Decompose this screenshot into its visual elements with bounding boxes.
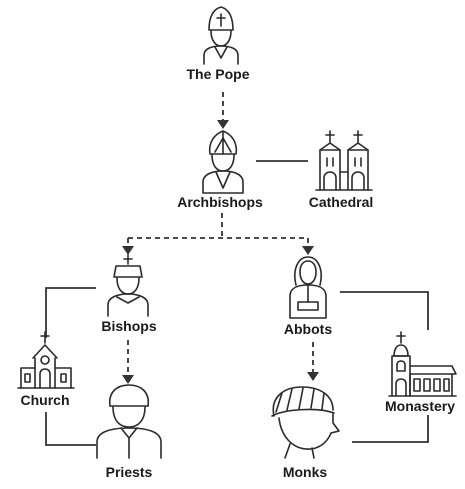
abbot-icon — [289, 256, 327, 319]
bishop-icon — [107, 254, 149, 317]
archbishops-label: Archbishops — [177, 194, 263, 210]
archbishop-icon — [202, 130, 244, 194]
abbots-to-monks-arrowhead — [307, 372, 319, 381]
cathedral-label: Cathedral — [308, 194, 374, 210]
bishops-to-priests-arrowhead — [122, 375, 134, 384]
church-priests-connector — [45, 412, 96, 446]
priest-icon — [96, 384, 162, 459]
monks-label: Monks — [282, 464, 328, 480]
monastery-icon — [388, 331, 457, 397]
abbots-label: Abbots — [283, 321, 333, 337]
pope-label: The Pope — [186, 66, 250, 82]
pope-icon — [203, 6, 239, 65]
bishops-church-connector — [45, 287, 96, 338]
monastery-monks-connector — [352, 415, 429, 443]
monk-icon — [271, 386, 340, 459]
priests-label: Priests — [105, 464, 153, 480]
connectors — [45, 92, 429, 446]
church-icon — [17, 331, 75, 389]
cathedral-icon — [315, 130, 373, 191]
church-label: Church — [20, 392, 70, 408]
bishops-label: Bishops — [101, 318, 157, 334]
branch-to-abbots-arrowhead — [302, 246, 314, 255]
abbots-monastery-connector — [340, 291, 429, 330]
monastery-label: Monastery — [384, 398, 456, 414]
branch-to-bishops-arrowhead — [122, 246, 134, 255]
pope-to-archbishops-arrowhead — [217, 120, 229, 129]
